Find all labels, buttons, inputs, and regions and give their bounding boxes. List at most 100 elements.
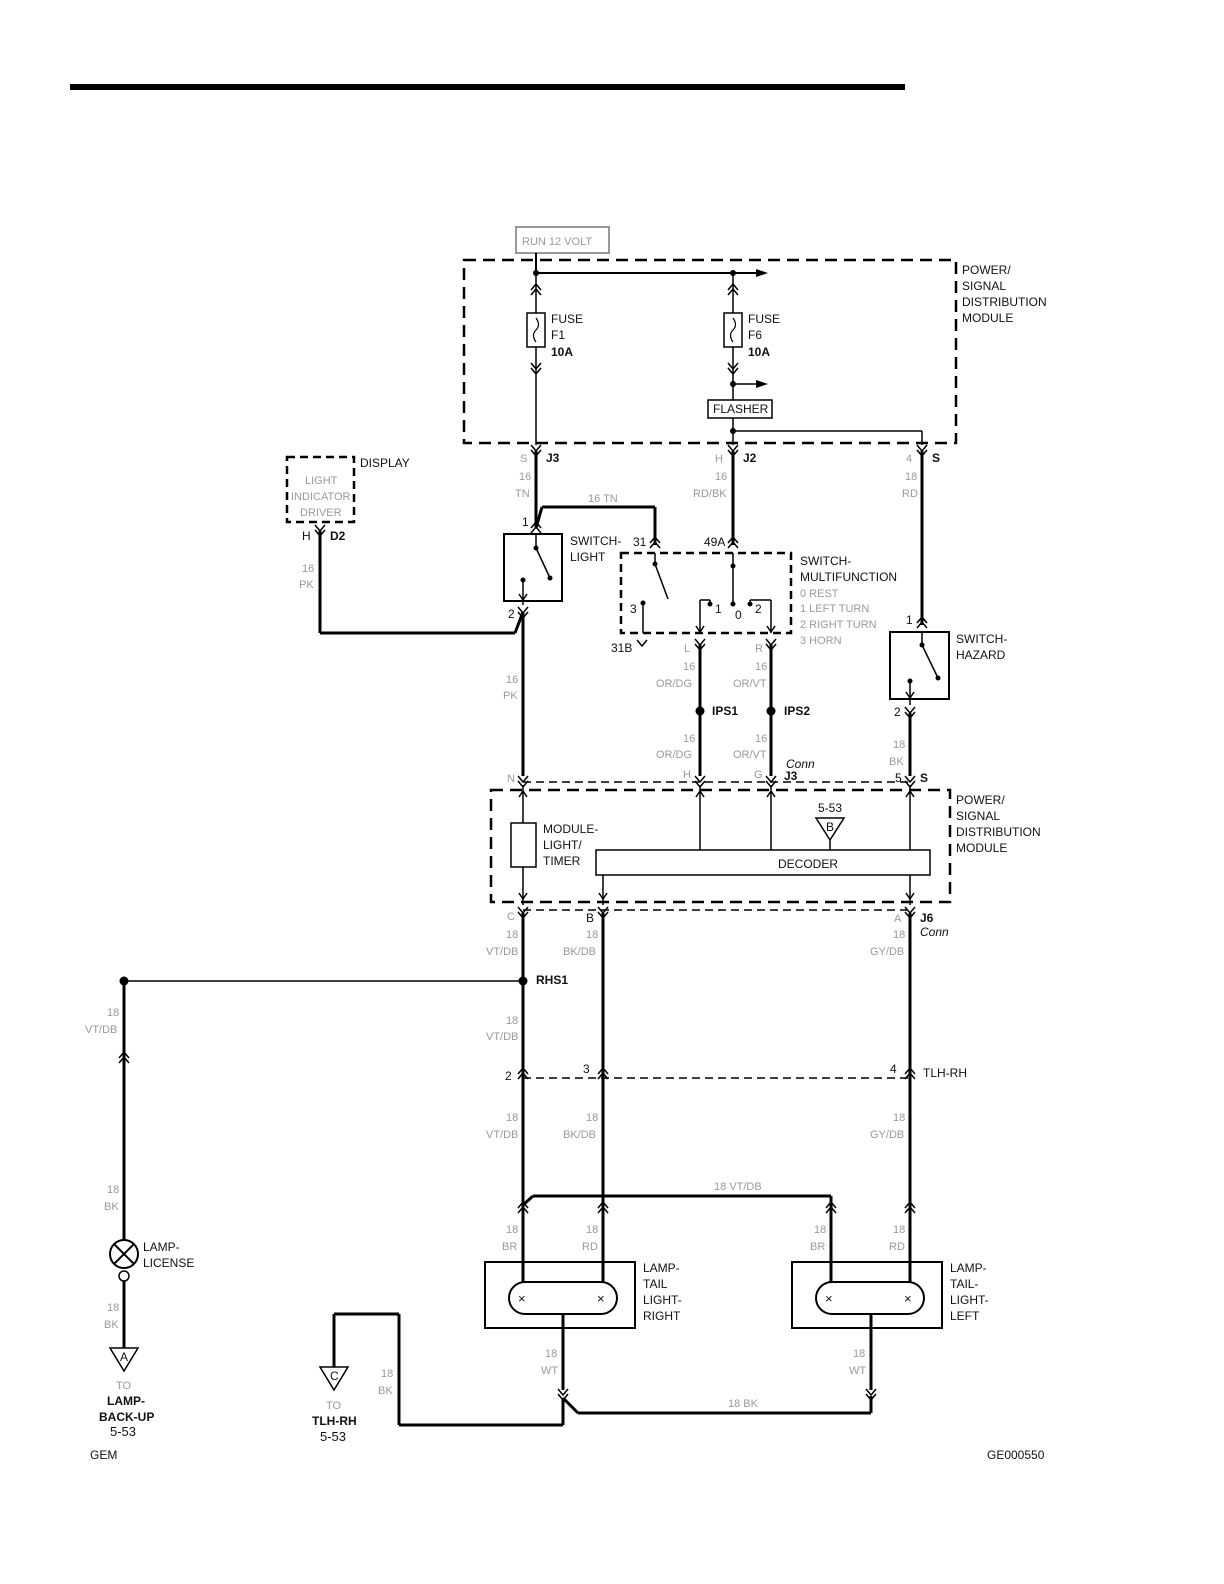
svg-text:SWITCH-: SWITCH- — [570, 534, 621, 548]
svg-text:18 VT/DB: 18 VT/DB — [714, 1181, 762, 1193]
svg-text:BK/DB: BK/DB — [563, 1129, 596, 1141]
svg-text:B: B — [826, 820, 834, 834]
svg-text:FUSE: FUSE — [748, 312, 780, 326]
wire-label-left: 18 VT/DB — [85, 1007, 119, 1036]
svg-text:OR/DG: OR/DG — [656, 749, 692, 761]
svg-text:SWITCH-: SWITCH- — [800, 554, 851, 568]
svg-text:10A: 10A — [748, 345, 770, 359]
svg-text:16: 16 — [715, 471, 727, 483]
wire-label-wt1: 18 WT — [541, 1348, 558, 1377]
svg-text:16: 16 — [506, 674, 518, 686]
svg-text:18: 18 — [107, 1184, 119, 1196]
svg-text:LIGHT: LIGHT — [305, 475, 338, 487]
wire-label-orvt-2: 16 OR/VT — [733, 733, 767, 761]
svg-text:POWER/: POWER/ — [956, 793, 1005, 807]
svg-text:49A: 49A — [704, 535, 725, 549]
svg-text:×: × — [904, 1291, 912, 1306]
svg-text:RD: RD — [582, 1241, 598, 1253]
svg-text:2: 2 — [505, 1069, 512, 1083]
svg-text:5: 5 — [895, 771, 902, 785]
svg-text:PK: PK — [503, 690, 518, 702]
switch-hazard-label: SWITCH- HAZARD — [956, 632, 1007, 662]
svg-text:3: 3 — [630, 602, 637, 616]
wire-label-b: 18 BK/DB — [563, 929, 598, 958]
ref-c-triangle — [318, 1366, 350, 1392]
svg-text:LIGHT: LIGHT — [570, 550, 606, 564]
svg-text:SWITCH-: SWITCH- — [956, 632, 1007, 646]
wire-label-br1: 18 BR — [502, 1224, 518, 1253]
svg-text:H: H — [715, 453, 723, 465]
svg-text:OR/VT: OR/VT — [733, 678, 767, 690]
svg-text:18: 18 — [853, 1348, 865, 1360]
wire-label-rhs: 18 VT/DB — [486, 1015, 518, 1043]
svg-text:2 RIGHT TURN: 2 RIGHT TURN — [800, 619, 877, 631]
svg-text:RD: RD — [889, 1241, 905, 1253]
wire-label-b2: 18 BK/DB — [563, 1112, 598, 1141]
svg-text:LEFT: LEFT — [950, 1309, 980, 1323]
wire-label-rd1: 18 RD — [582, 1224, 598, 1253]
wire-label-lic-bk-2: 18 BK — [104, 1302, 119, 1331]
svg-text:G: G — [754, 769, 763, 781]
svg-text:H: H — [683, 769, 691, 781]
svg-text:TLH-RH: TLH-RH — [312, 1414, 357, 1428]
svg-text:16: 16 — [755, 661, 767, 673]
svg-text:18: 18 — [893, 929, 905, 941]
svg-text:LIGHT/: LIGHT/ — [543, 838, 582, 852]
svg-text:J3: J3 — [784, 769, 798, 783]
svg-text:31B: 31B — [611, 641, 632, 655]
svg-text:Conn: Conn — [786, 757, 815, 771]
svg-text:1: 1 — [715, 602, 722, 616]
svg-text:LIGHT-: LIGHT- — [950, 1293, 989, 1307]
wire-label-hazard-bk: 18 BK — [889, 739, 905, 768]
lamp-license-label: LAMP- LICENSE — [143, 1240, 194, 1270]
wire-label-br2: 18 BR — [810, 1224, 826, 1253]
svg-text:4: 4 — [906, 453, 912, 465]
decoder-box — [595, 849, 931, 876]
psdm-top-box — [462, 258, 958, 445]
svg-text:18: 18 — [586, 1224, 598, 1236]
svg-text:C: C — [507, 911, 515, 923]
svg-text:16 TN: 16 TN — [588, 493, 618, 505]
svg-text:BK: BK — [889, 756, 904, 768]
splice-ips1 — [695, 706, 705, 716]
fuse-f1-label: FUSE F1 10A — [551, 312, 583, 359]
svg-text:TN: TN — [515, 488, 530, 500]
flasher-box — [707, 399, 773, 419]
svg-text:18: 18 — [814, 1224, 826, 1236]
svg-text:TO: TO — [116, 1380, 132, 1392]
svg-text:MULTIFUNCTION: MULTIFUNCTION — [800, 570, 897, 584]
wire-label-a2: 18 GY/DB — [870, 1112, 905, 1141]
wire-label-c: 18 VT/DB — [486, 929, 518, 958]
svg-text:LAMP-: LAMP- — [643, 1261, 680, 1275]
svg-text:D2: D2 — [330, 529, 346, 543]
svg-text:TAIL: TAIL — [643, 1277, 668, 1291]
svg-text:TO: TO — [326, 1400, 342, 1412]
svg-text:16: 16 — [683, 661, 695, 673]
svg-text:DRIVER: DRIVER — [300, 507, 342, 519]
svg-text:B: B — [586, 911, 594, 925]
svg-text:2: 2 — [894, 705, 901, 719]
psdm-top-label: POWER/ SIGNAL DISTRIBUTION MODULE — [962, 263, 1047, 325]
svg-text:BK/DB: BK/DB — [563, 946, 596, 958]
svg-text:18: 18 — [586, 1112, 598, 1124]
svg-text:31: 31 — [633, 535, 647, 549]
svg-text:R: R — [755, 643, 763, 655]
svg-text:18: 18 — [506, 1224, 518, 1236]
svg-text:LIGHT-: LIGHT- — [643, 1293, 682, 1307]
svg-text:BACK-UP: BACK-UP — [99, 1410, 154, 1424]
svg-text:5-53: 5-53 — [818, 801, 842, 815]
svg-text:BR: BR — [502, 1241, 517, 1253]
svg-text:F6: F6 — [748, 328, 762, 342]
svg-text:5-53: 5-53 — [110, 1424, 136, 1439]
ref-b-triangle — [814, 817, 846, 842]
svg-text:18: 18 — [107, 1302, 119, 1314]
header-rule — [70, 84, 905, 90]
svg-text:HAZARD: HAZARD — [956, 648, 1006, 662]
ref-a-triangle — [108, 1347, 140, 1373]
svg-text:H: H — [302, 529, 311, 543]
module-light-timer-box — [510, 822, 537, 868]
wire-label-c-bk: 18 BK — [378, 1368, 393, 1397]
svg-text:N: N — [507, 773, 515, 785]
switch-multifunction-box — [619, 551, 793, 635]
svg-text:2: 2 — [508, 607, 515, 621]
